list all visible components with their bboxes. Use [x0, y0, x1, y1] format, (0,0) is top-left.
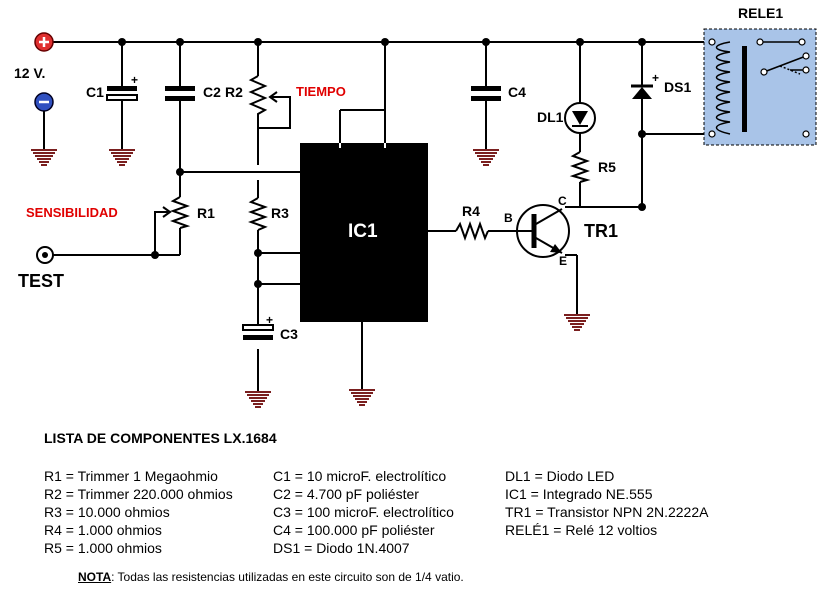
rele1-label: RELE1 [738, 5, 783, 21]
footnote: NOTA: Todas las resistencias utilizadas … [78, 570, 464, 584]
positive-terminal [34, 32, 54, 52]
capacitor-c3: + [242, 313, 274, 340]
ground-symbol [472, 149, 500, 166]
svg-text:+: + [266, 313, 273, 327]
svg-text:+: + [652, 71, 659, 85]
parts-item: C2 = 4.700 pF poliéster [273, 486, 419, 502]
ground-symbol [348, 389, 376, 406]
resistor-r4 [455, 221, 489, 241]
ground-symbol [108, 149, 136, 166]
parts-item: C1 = 10 microF. electrolítico [273, 468, 447, 484]
capacitor-c2 [165, 86, 195, 101]
parts-column-capacitors: C1 = 10 microF. electrolítico C2 = 4.700… [273, 467, 454, 557]
r2-label: R2 [225, 84, 243, 100]
parts-item: RELÉ1 = Relé 12 voltios [505, 522, 658, 538]
pin-4-label: 4 [336, 147, 343, 161]
parts-item: R4 = 1.000 ohmios [44, 522, 162, 538]
ground-symbol [244, 391, 272, 408]
tiempo-label: TIEMPO [296, 84, 346, 99]
svg-text:+: + [131, 73, 138, 87]
r5-label: R5 [598, 159, 616, 175]
tr1-label: TR1 [584, 221, 618, 241]
parts-list-title: LISTA DE COMPONENTES LX.1684 [44, 430, 277, 446]
trimmer-r1 [154, 196, 191, 255]
parts-item: TR1 = Transistor NPN 2N.2222A [505, 504, 709, 520]
pin-3-label: 3 [410, 225, 417, 239]
transistor-tr1 [516, 204, 570, 258]
note-label: NOTA [78, 570, 112, 584]
pin-1-label: 1 [359, 303, 366, 317]
junctions [118, 38, 646, 288]
emitter-label: E [559, 254, 567, 268]
sensibilidad-label: SENSIBILIDAD [26, 205, 118, 220]
r4-label: R4 [462, 203, 480, 219]
wires [51, 41, 730, 392]
ic1-chip [300, 143, 428, 322]
parts-item: C4 = 100.000 pF poliéster [273, 522, 435, 538]
parts-item: IC1 = Integrado NE.555 [505, 486, 653, 502]
parts-item: C3 = 100 microF. electrolítico [273, 504, 454, 520]
capacitor-c1: + [106, 73, 138, 101]
parts-column-resistors: R1 = Trimmer 1 Megaohmio R2 = Trimmer 22… [44, 467, 233, 557]
ground-symbol [563, 314, 591, 331]
collector-label: C [558, 194, 567, 208]
pin-6-label: 6 [307, 277, 314, 291]
trimmer-r2 [248, 75, 291, 129]
ds1-label: DS1 [664, 79, 691, 95]
r1-label: R1 [197, 205, 215, 221]
parts-column-semiconductors: DL1 = Diodo LED IC1 = Integrado NE.555 T… [505, 467, 708, 539]
resistor-r3 [248, 197, 268, 231]
note-text: : Todas las resistencias utilizadas en e… [111, 570, 464, 584]
parts-item: DS1 = Diodo 1N.4007 [273, 540, 410, 556]
c3-label: C3 [280, 326, 298, 342]
led-dl1 [564, 102, 596, 134]
pin-7-label: 7 [307, 246, 314, 260]
negative-terminal [34, 92, 54, 112]
c1-label: C1 [86, 84, 104, 100]
parts-item: R2 = Trimmer 220.000 ohmios [44, 486, 233, 502]
base-label: B [504, 211, 513, 225]
r3-label: R3 [271, 205, 289, 221]
parts-item: DL1 = Diodo LED [505, 468, 615, 484]
relay-rele1 [703, 28, 817, 146]
pin-8-label: 8 [381, 147, 388, 161]
c4-label: C4 [508, 84, 526, 100]
dl1-label: DL1 [537, 109, 564, 125]
parts-item: R5 = 1.000 ohmios [44, 540, 162, 556]
ground-symbol [30, 149, 58, 166]
supply-voltage-label: 12 V. [14, 65, 45, 81]
diode-ds1: + [631, 71, 659, 99]
resistor-r5 [569, 151, 591, 183]
c2-label: C2 [203, 84, 221, 100]
pin-2-label: 2 [308, 165, 315, 179]
test-label: TEST [18, 271, 64, 291]
test-jack [36, 246, 54, 264]
parts-item: R1 = Trimmer 1 Megaohmio [44, 468, 218, 484]
ic1-label: IC1 [348, 221, 378, 242]
capacitor-c4 [471, 86, 501, 101]
parts-item: R3 = 10.000 ohmios [44, 504, 170, 520]
